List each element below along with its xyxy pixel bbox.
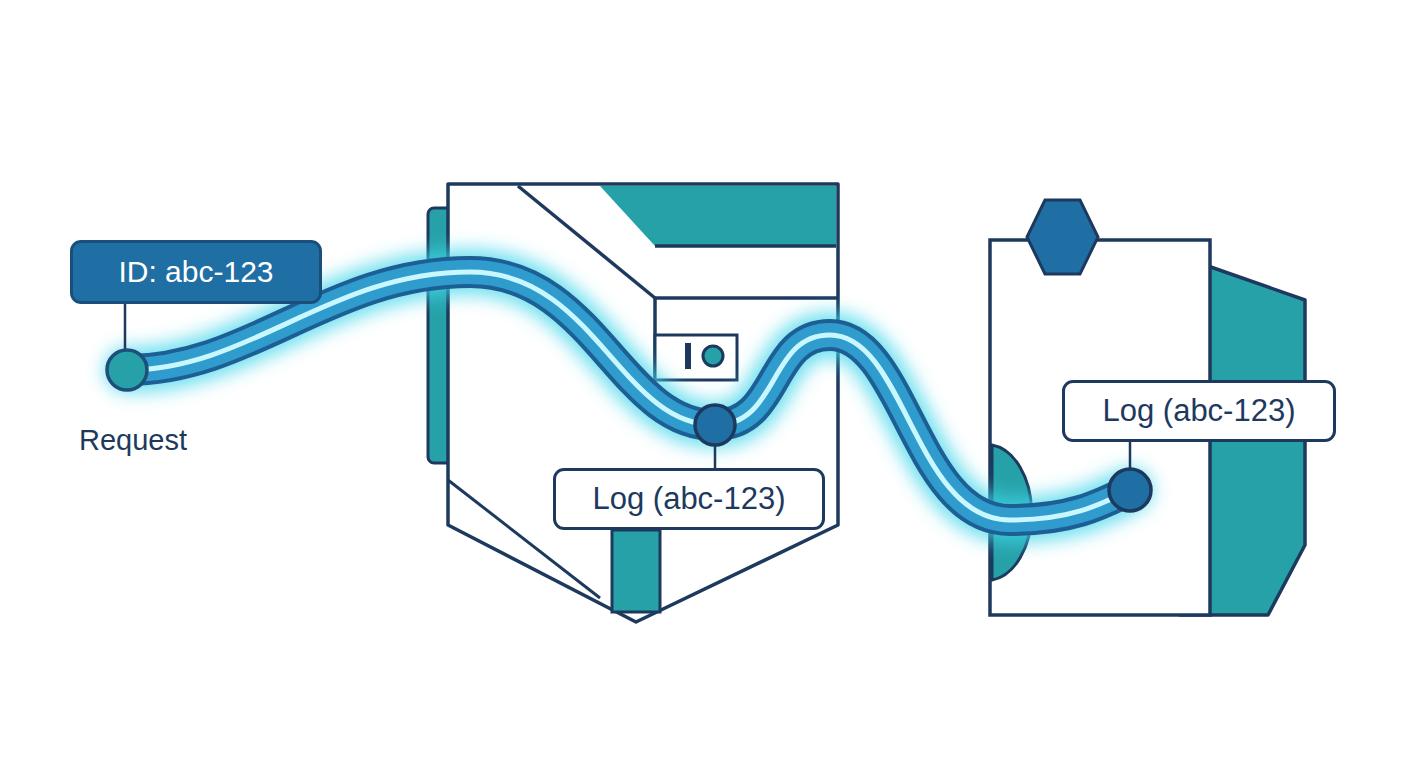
- tube-outline: [127, 272, 1130, 520]
- tube-glow: [127, 272, 1130, 520]
- id-tag: ID: abc-123: [70, 240, 322, 304]
- service-foot: [612, 530, 660, 612]
- io-bar: [685, 343, 691, 369]
- node-text: Log (abc-123): [592, 481, 785, 517]
- log-callout: Log (abc-123): [1062, 380, 1336, 442]
- io-panel: [655, 335, 737, 380]
- start-dot: [107, 350, 147, 390]
- service-two: [990, 200, 1305, 615]
- node-text: ID: abc-123: [118, 255, 273, 290]
- end-dot: [1109, 469, 1151, 511]
- log-callout: Log (abc-123): [553, 468, 825, 530]
- service-edge: [655, 244, 836, 248]
- leader-line: [124, 300, 127, 352]
- service-edge: [655, 296, 838, 300]
- service-panel: [600, 186, 836, 246]
- hexagon-badge: [1027, 200, 1098, 274]
- tube-highlight: [127, 272, 1130, 520]
- io-dot: [703, 346, 723, 366]
- trace-dot: [695, 405, 735, 445]
- tube-body: [127, 272, 1130, 520]
- node-text: Log (abc-123): [1102, 393, 1295, 429]
- trace-path: [127, 272, 1130, 520]
- leader-line: [1129, 440, 1132, 472]
- request-label: Request: [58, 425, 208, 457]
